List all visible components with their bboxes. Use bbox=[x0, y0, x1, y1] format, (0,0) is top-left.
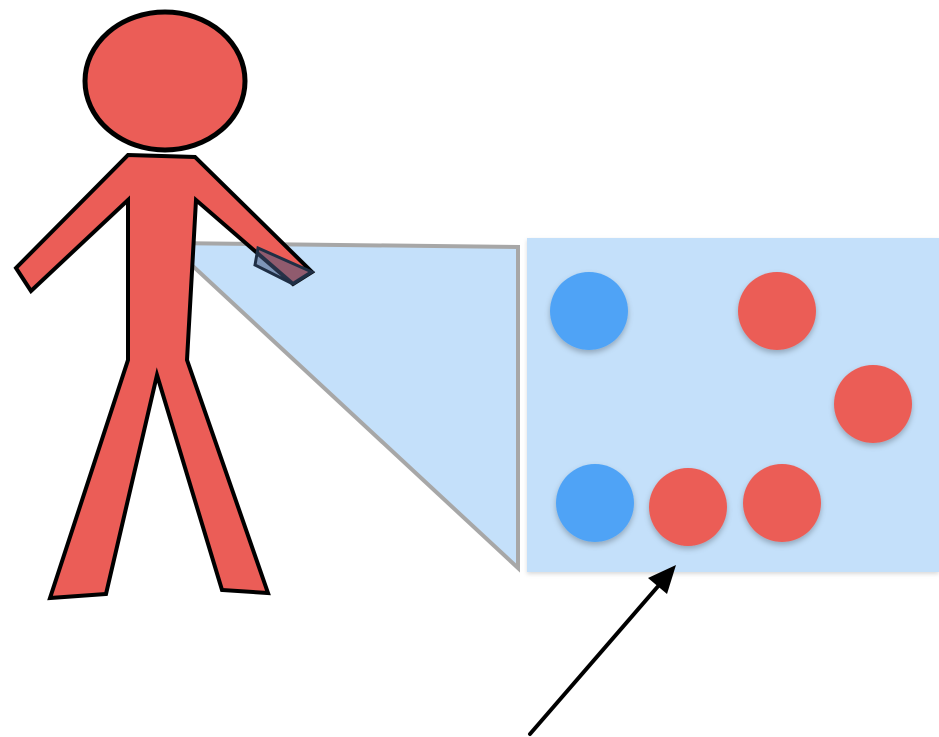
red-circle bbox=[649, 468, 727, 546]
red-circle bbox=[743, 464, 821, 542]
arrow-icon bbox=[528, 565, 676, 736]
zoom-wedge bbox=[162, 240, 520, 573]
figure-body bbox=[13, 152, 316, 601]
blue-circle bbox=[550, 272, 628, 350]
hand-highlight bbox=[253, 245, 316, 286]
red-circle bbox=[834, 365, 912, 443]
arrow-head bbox=[648, 565, 676, 594]
red-circle bbox=[738, 272, 816, 350]
circle-group bbox=[550, 272, 912, 546]
blue-circle bbox=[556, 464, 634, 542]
figure-head bbox=[82, 9, 248, 153]
stick-figure-icon bbox=[13, 9, 316, 601]
arrow-shaft bbox=[528, 582, 662, 736]
